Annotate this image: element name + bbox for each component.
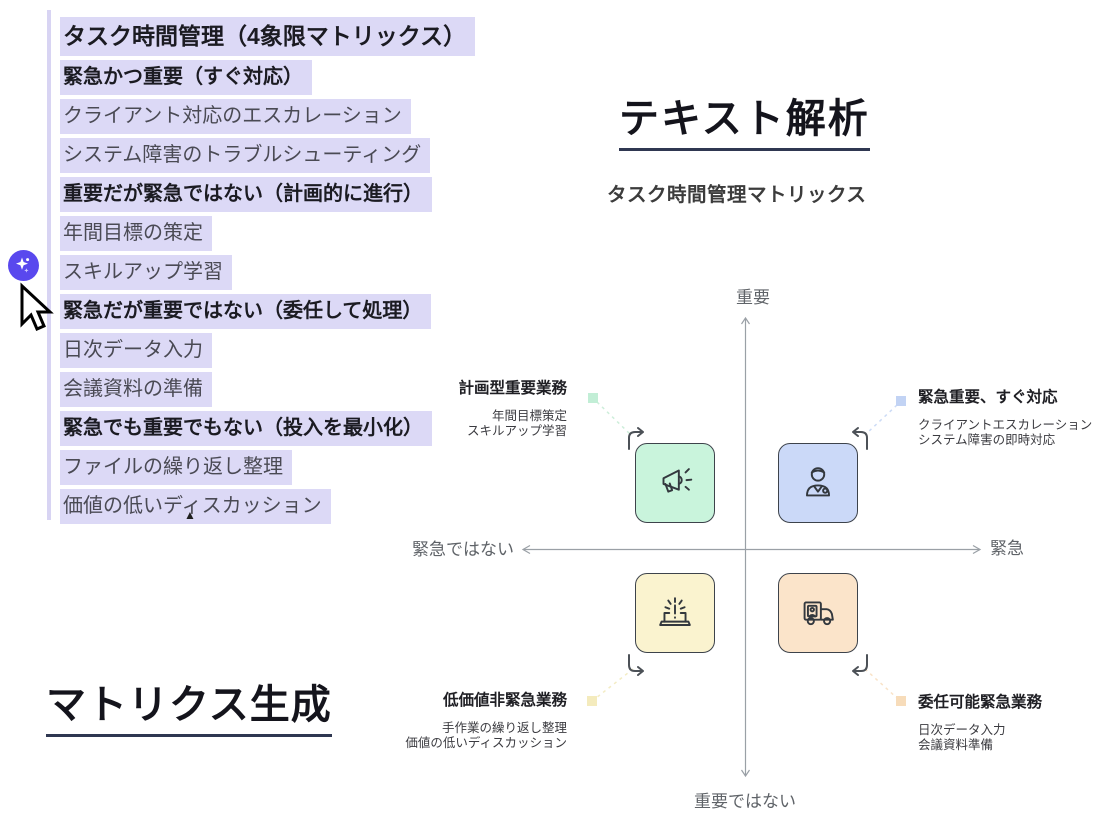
quadrant-item: 年間目標策定 [491,409,567,423]
quadrant-item: システム障害の即時対応 [918,432,1056,447]
axis-label-important: 重要 [736,288,770,307]
quadrant-item: クライアントエスカレーション [918,418,1093,432]
delivery-truck-icon [795,590,841,636]
quadrant-item: 価値の低いディスカッション [405,735,567,750]
quadrant-title: 委任可能緊急業務 [918,694,1043,711]
selected-line: 重要だが緊急ではない（計画的に進行） [60,177,432,213]
support-agent-icon [795,460,841,506]
quadrant-title: 計画型重要業務 [458,380,567,397]
quadrant-box-urgent-important [778,443,858,523]
quadrant-item: スキルアップ学習 [466,423,567,438]
selected-line: 緊急かつ重要（すぐ対応） [60,60,312,96]
quadrant-label-urgent-important: 緊急重要、すぐ対応 クライアントエスカレーション システム障害の即時対応 [918,385,1092,447]
quadrant-label-delegate: 委任可能緊急業務 日次データ入力 会議資料準備 [918,690,1042,752]
selected-line: 緊急だが重要ではない（委任して処理） [60,294,432,330]
axis-lines [521,316,982,778]
selected-line: スキルアップ学習 [60,255,232,291]
quadrant-box-low-value [635,573,715,653]
quadrant-item: 手作業の繰り返し整理 [441,721,567,735]
quadrant-title: 低価値非緊急業務 [442,692,567,709]
selected-line: システム障害のトラブルシューティング [60,138,431,174]
quadrant-item: 日次データ入力 [918,723,1006,737]
megaphone-icon [652,460,698,506]
sparkle-icon [14,256,33,275]
selected-line: ファイルの繰り返し整理 [60,450,292,486]
selected-line: クライアント対応のエスカレーション [60,99,411,135]
selected-line: 価値の低いディスカッション [60,489,331,525]
selected-line: 年間目標の策定 [60,216,212,252]
quadrant-item: 会議資料準備 [918,737,994,752]
connector-squares [587,393,906,706]
quadrant-box-planned-important [635,443,715,523]
quadrant-label-low-value: 低価値非緊急業務 手作業の繰り返し整理 価値の低いディスカッション [395,688,567,750]
heading-text-analysis: テキスト解析 [619,86,870,151]
selected-line: 緊急でも重要でもない（投入を最小化） [60,411,432,447]
ai-assistant-button[interactable] [8,250,39,281]
heading-matrix-generation: マトリクス生成 [46,672,332,737]
quadrant-box-delegate [778,573,858,653]
selection-accent-bar [47,10,51,520]
selected-line: タスク時間管理（4象限マトリックス） [60,17,476,57]
quadrant-label-planned-important: 計画型重要業務 年間目標策定 スキルアップ学習 [380,376,567,438]
axis-label-not-important: 重要ではない [694,792,796,811]
selected-line: 日次データ入力 [60,333,212,369]
highlighted-text-block[interactable]: タスク時間管理（4象限マトリックス） 緊急かつ重要（すぐ対応） クライアント対応… [60,17,476,525]
selected-line: 会議資料の準備 [60,372,212,408]
axis-label-urgent: 緊急 [990,539,1024,558]
laptop-alert-icon [652,590,698,636]
selection-caret-marker: ▲ [184,508,196,522]
quadrant-title: 緊急重要、すぐ対応 [918,389,1058,406]
mouse-cursor-icon [20,282,54,331]
axis-label-not-urgent: 緊急ではない [412,540,514,559]
matrix-title: タスク時間管理マトリックス [607,184,867,206]
